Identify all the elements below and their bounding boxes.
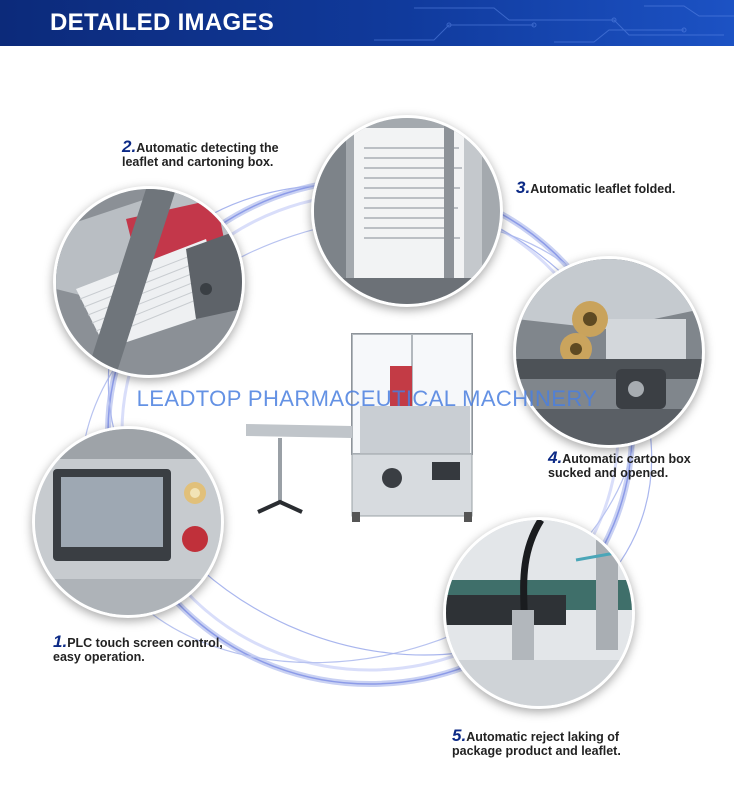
folded-leaflet-icon — [314, 118, 500, 304]
caption-feature-3: 3.Automatic leaflet folded. — [516, 178, 676, 197]
feature-line: easy operation. — [53, 650, 145, 664]
feature-number: 4. — [548, 448, 563, 467]
reject-sensor-icon — [446, 520, 632, 706]
caption-feature-2: 2.Automatic detecting the leaflet and ca… — [122, 137, 279, 169]
feature-number: 2. — [122, 137, 137, 156]
feature-line: leaflet and cartoning box. — [122, 155, 274, 169]
leaflet-detection-photo — [53, 186, 245, 378]
leaflet-stack-icon — [56, 189, 242, 375]
page-title: DETAILED IMAGES — [50, 9, 275, 36]
feature-line: sucked and opened. — [548, 466, 669, 480]
watermark-text: LEADTOP PHARMACEUTICAL MACHINERY — [136, 386, 598, 411]
plc-touch-screen-photo — [32, 426, 224, 618]
touch-screen-panel-icon — [35, 429, 221, 615]
reject-sensor-photo — [443, 517, 635, 709]
suction-cup-icon — [516, 259, 702, 445]
caption-feature-4: 4.Automatic carton box sucked and opened… — [548, 448, 691, 480]
feature-line: PLC touch screen control, — [67, 636, 223, 650]
feature-line: Automatic carton box — [562, 452, 691, 466]
feature-line: Automatic leaflet folded. — [530, 182, 676, 196]
caption-feature-1: 1.PLC touch screen control, easy operati… — [53, 632, 223, 664]
feature-line: Automatic detecting the — [136, 141, 279, 155]
caption-feature-5: 5.Automatic reject laking of package pro… — [452, 726, 621, 758]
feature-number: 5. — [452, 726, 467, 745]
cartoning-machine-icon — [246, 333, 473, 522]
carton-opening-photo — [513, 256, 705, 448]
leaflet-folding-photo — [311, 115, 503, 307]
feature-number: 3. — [516, 178, 531, 197]
feature-number: 1. — [53, 632, 68, 651]
header-banner: DETAILED IMAGES — [0, 0, 734, 46]
feature-line: package product and leaflet. — [452, 744, 621, 758]
circuit-decoration-icon — [374, 5, 734, 43]
feature-line: Automatic reject laking of — [466, 730, 619, 744]
